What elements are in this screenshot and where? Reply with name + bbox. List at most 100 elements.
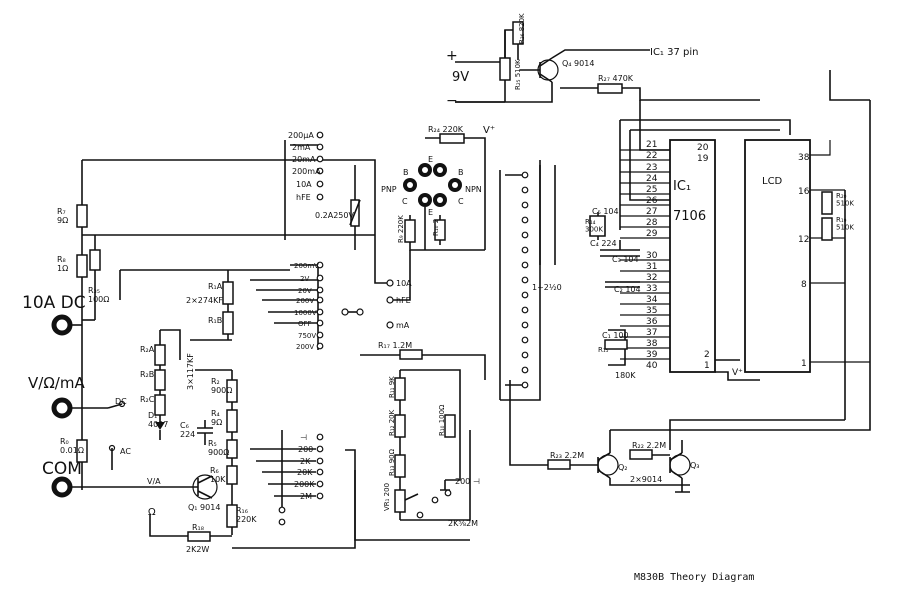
- resistor-r15: [604, 339, 628, 350]
- label-q23: 2×9014: [630, 475, 662, 484]
- label-c4: C₄ 224: [590, 239, 617, 248]
- divider-chain: [345, 349, 486, 541]
- label-c3: C₃ 104: [612, 255, 639, 264]
- range-mid-7: 200V: [296, 343, 314, 351]
- label-pnp: PNP: [381, 185, 397, 194]
- label-r10: R₁₀ 2: [432, 219, 440, 236]
- label-r1a-val: 2×274KF: [186, 296, 223, 305]
- label-q2: Q₂: [618, 463, 628, 472]
- label-r15-val: 180K: [615, 371, 636, 380]
- socket-e-top: E: [428, 155, 433, 164]
- resistor-r11: [394, 377, 406, 401]
- range-low-2: 2K: [300, 457, 311, 466]
- ic1-name: IC₁: [673, 179, 691, 194]
- input-section: [51, 159, 376, 549]
- range-mid-3: 200V: [296, 297, 314, 305]
- label-dc: DC: [115, 397, 127, 406]
- resistor-r22: [629, 449, 653, 460]
- label-r2a: R₂A: [140, 345, 155, 354]
- label-r12: R₁₂ 20K: [388, 409, 396, 436]
- range-mid-1: 2V: [300, 275, 309, 283]
- resistor-r13: [394, 454, 406, 478]
- lcd-name: LCD: [762, 176, 783, 187]
- label-r23: R₂₃ 2.2M: [550, 451, 584, 460]
- resistor-r35: [89, 249, 101, 271]
- jack-10a[interactable]: [51, 314, 73, 336]
- resistor-r2a: [154, 344, 166, 366]
- diode-d1: [155, 422, 165, 430]
- resistor-r23: [547, 459, 571, 470]
- ic1-pin-38: 38: [646, 339, 658, 349]
- resistor-r18: [187, 531, 211, 542]
- resistor-r6: [226, 465, 238, 485]
- resistor-r7: [76, 204, 88, 228]
- jack-v-ohm-ma[interactable]: [51, 397, 73, 419]
- resistor-r1a: [222, 281, 234, 305]
- label-q1: Q₁ 9014: [188, 503, 220, 512]
- label-v-ohm-ma: V/Ω/mA: [28, 374, 85, 392]
- resistor-r2b: [154, 369, 166, 391]
- resistor-r-vr1: [394, 489, 406, 513]
- battery-voltage: 9V: [452, 70, 469, 85]
- label-10a-dc: 10A DC: [22, 293, 86, 313]
- jack-com[interactable]: [51, 476, 73, 498]
- battery-plus: +: [446, 48, 458, 64]
- label-rot: 1~2½0: [532, 283, 562, 292]
- ic1-pin-25: 25: [646, 185, 657, 195]
- label-q4: Q₄ 9014: [562, 59, 594, 68]
- lcd-pin-1: 1: [801, 359, 807, 369]
- range-label-4: 10A: [296, 180, 312, 189]
- ic1-pin-26: 26: [646, 196, 658, 206]
- ic1-pin-1: 1: [704, 361, 710, 371]
- range-mid-5: OFF: [298, 320, 312, 328]
- resistor-r12: [394, 414, 406, 438]
- label-c5: C₅ 104: [592, 207, 619, 216]
- socket-b-right: B: [458, 168, 464, 177]
- socket-c-right: C: [458, 197, 464, 206]
- hfe-socket: [403, 133, 486, 251]
- label-d200: 200 ⊣: [455, 477, 480, 486]
- label-r1b: R₁B: [208, 316, 222, 325]
- label-c1: C₁ 100: [602, 331, 629, 340]
- label-r9: R₉ 220K: [397, 215, 405, 243]
- ic1-pin-27: 27: [646, 207, 657, 217]
- resistor-r2: [226, 379, 238, 403]
- range-low-0: ⊣: [300, 433, 307, 442]
- ic1-part: 7106: [673, 209, 706, 224]
- label-r11: R₁₁ 9K: [388, 376, 396, 398]
- label-r2c: R₂C: [140, 395, 155, 404]
- range-low-1: 200: [298, 445, 313, 454]
- resistor-r24: [439, 133, 465, 144]
- resistor-r27: [597, 83, 623, 94]
- ic1-pin-35: 35: [646, 306, 657, 316]
- socket-e-mid: E: [428, 208, 433, 217]
- resistor-r8: [76, 254, 88, 278]
- lcd-block: [610, 70, 871, 450]
- label-r2b: R₂B: [140, 370, 154, 379]
- resistor-r1b: [222, 311, 234, 335]
- power-section: [455, 21, 760, 151]
- ic1-pin-22: 22: [646, 151, 657, 161]
- socket-10a: 10A: [396, 279, 412, 288]
- q2-q3: [509, 380, 691, 493]
- resistor-r9: [404, 219, 416, 243]
- label-r18: R₁₈: [192, 523, 204, 532]
- label-r10b: R₁₀ 100Ω: [438, 404, 446, 436]
- resistor-r19: [821, 217, 833, 241]
- lcd-pin-38: 38: [798, 153, 810, 163]
- label-r22: R₂₂ 2.2M: [632, 441, 666, 450]
- label-vr1: VR₁ 200: [383, 483, 391, 511]
- ic1-pin-40: 40: [646, 361, 658, 371]
- ic1-pin-2: 2: [704, 350, 710, 360]
- resistor-r5: [226, 439, 238, 459]
- lcd-pin-16: 16: [798, 187, 810, 197]
